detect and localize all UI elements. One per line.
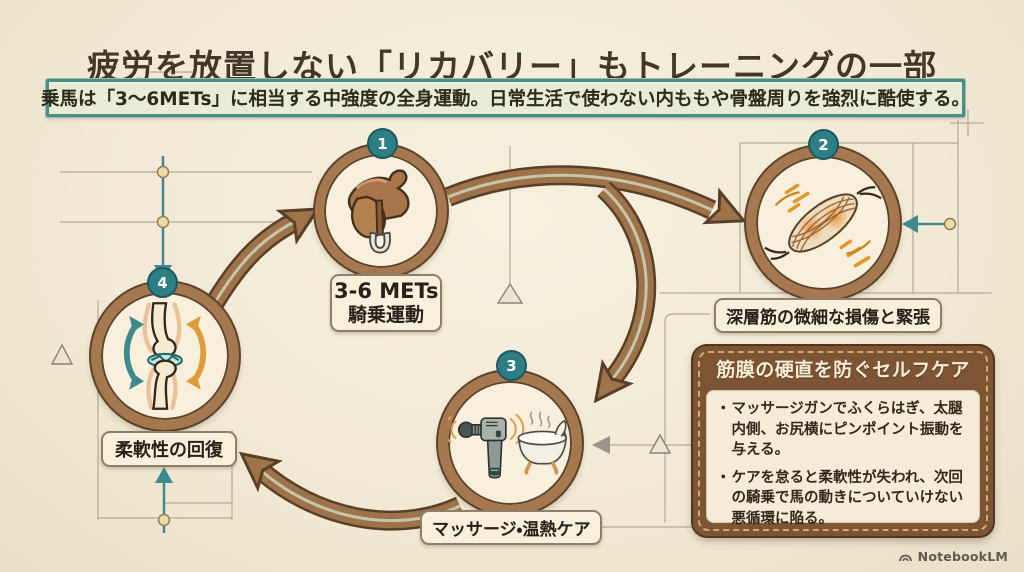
massage-gun-bathtub-icon <box>448 411 568 479</box>
saddle-icon <box>347 169 410 254</box>
selfcare-bullet-1: ・ マッサージガンでふくらはぎ、太腿内側、お尻横にピンポイント振動を与える。 <box>716 399 970 461</box>
selfcare-title: 筋膜の硬直を防ぐセルフケア <box>716 359 970 381</box>
step1-label: 3-6 METs 騎乗運動 <box>330 274 442 332</box>
selfcare-bullet-1-text: マッサージガンでふくらはぎ、太腿内側、お尻横にピンポイント振動を与える。 <box>731 401 964 459</box>
bullet-marker: ・ <box>716 469 731 486</box>
arrow-step3-to-step4 <box>238 451 465 531</box>
bathtub <box>517 411 568 475</box>
step2-circle <box>746 146 900 300</box>
footer-brand-text: NotebookLM <box>917 549 1008 564</box>
subtitle-banner: 乗馬は「3〜6METs」に相当する中強度の全身運動。日常生活で使わない内ももや骨… <box>41 79 970 117</box>
step1-label-line1: 3-6 METs <box>334 279 439 303</box>
muscle-damage-icon <box>764 183 882 268</box>
step1-label-line2: 騎乗運動 <box>347 304 424 327</box>
step4-circle <box>91 282 239 430</box>
selfcare-bullet-2-text: ケアを怠ると柔軟性が失われ、次回の騎乗で馬の動きについていけない悪循環に陥る。 <box>731 469 964 527</box>
step3-circle <box>438 371 582 515</box>
arrow-step4-to-step1 <box>197 207 321 323</box>
subtitle-text: 乗馬は「3〜6METs」に相当する中強度の全身運動。日常生活で使わない内ももや骨… <box>41 89 970 110</box>
step2-number-badge: 2 <box>810 131 837 158</box>
step1-circle <box>315 145 447 277</box>
step3-label: マッサージ・温熱ケア <box>420 510 603 545</box>
step4-number-badge: 4 <box>149 269 176 296</box>
footer-brand: NotebookLM <box>898 549 1008 564</box>
selfcare-panel: 筋膜の硬直を防ぐセルフケア ・ マッサージガンでふくらはぎ、太腿内側、お尻横にピ… <box>693 346 993 536</box>
notebooklm-logo-icon <box>898 554 912 562</box>
step1-number-badge: 1 <box>369 130 396 157</box>
knee-joint-icon <box>123 302 207 410</box>
arrow-step1-to-step2 <box>444 165 747 225</box>
selfcare-body: ・ マッサージガンでふくらはぎ、太腿内側、お尻横にピンポイント振動を与える。 ・… <box>706 390 980 527</box>
step3-number-badge: 3 <box>498 352 525 379</box>
bullet-marker: ・ <box>716 401 731 417</box>
arrow-step2-to-step3 <box>593 181 657 404</box>
massage-gun <box>448 413 525 479</box>
step4-label: 柔軟性の回復 <box>101 431 237 467</box>
selfcare-bullet-2: ・ ケアを怠ると柔軟性が失われ、次回の騎乗で馬の動きについていけない悪循環に陥る… <box>716 468 970 530</box>
step2-label: 深層筋の微細な損傷と緊張 <box>714 298 942 333</box>
